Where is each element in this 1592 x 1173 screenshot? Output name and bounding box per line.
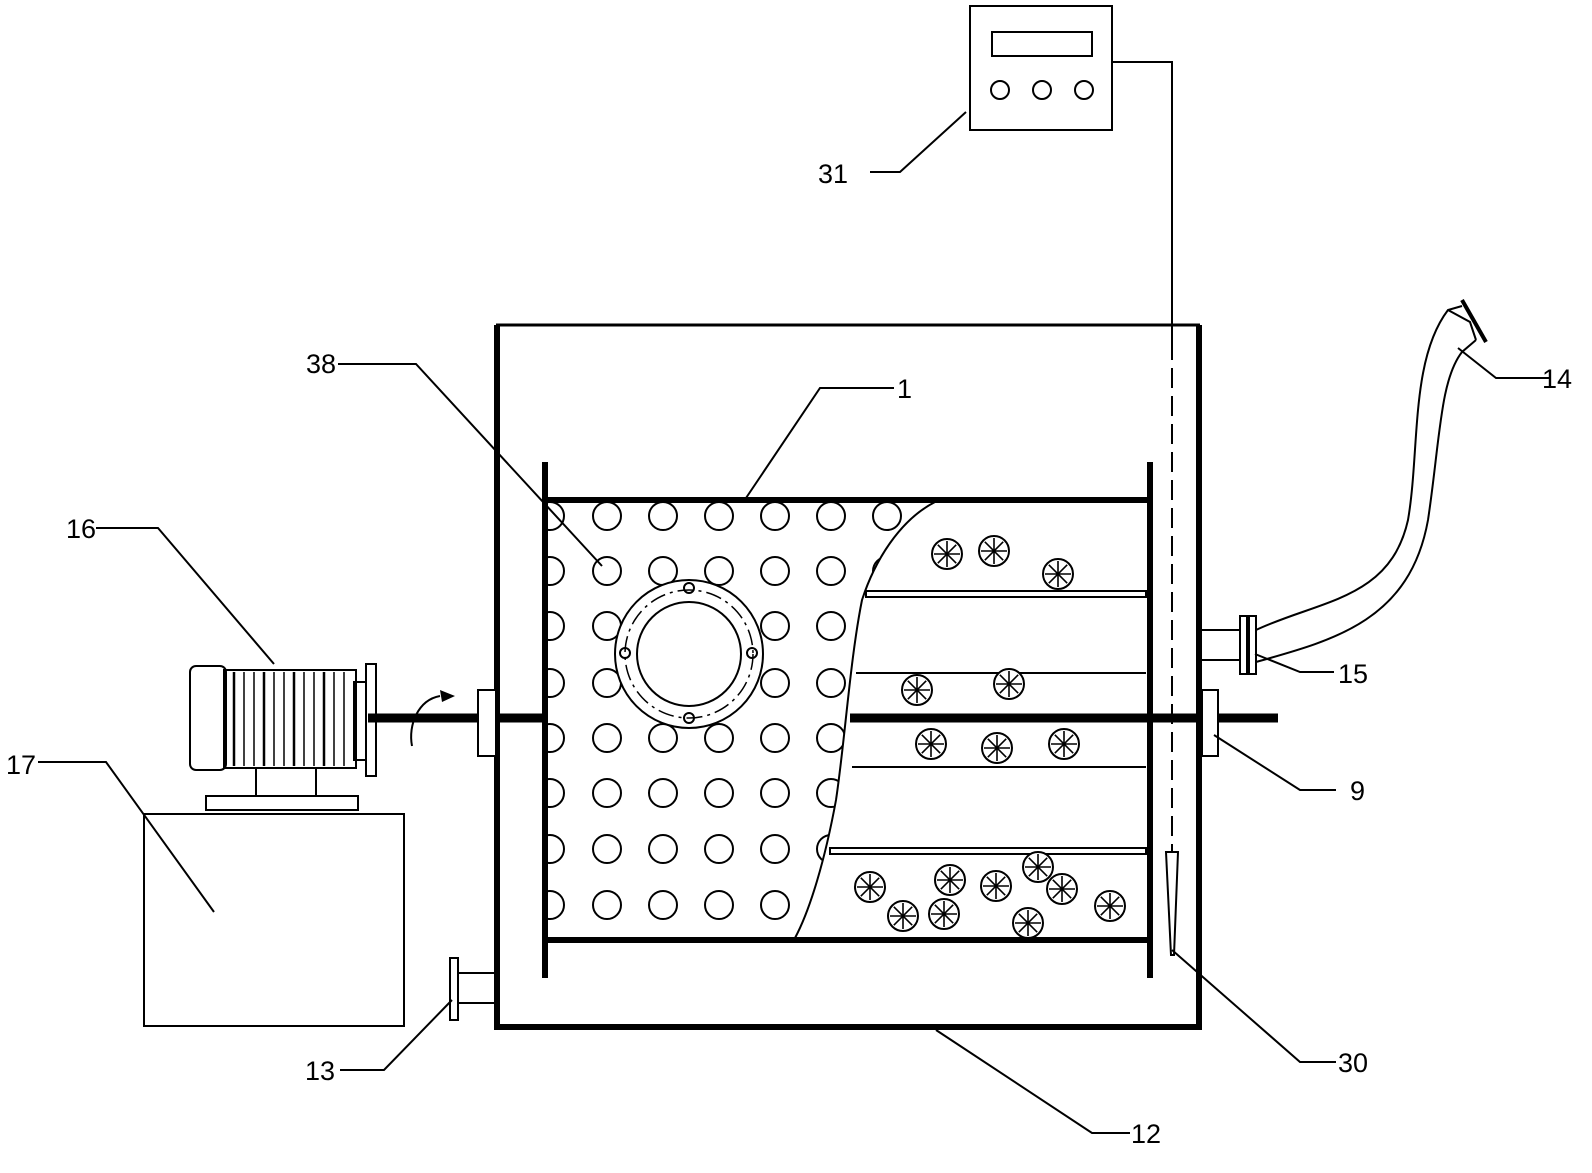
- perforation-hole: [872, 556, 902, 586]
- rotation-arrow: [410, 695, 441, 747]
- grinding-ball: [1022, 851, 1054, 883]
- label-9: 9: [1350, 776, 1365, 806]
- drive-shaft: [368, 689, 1278, 757]
- perforation-hole: [816, 668, 846, 698]
- label-15: 15: [1338, 659, 1368, 689]
- grinding-ball: [928, 898, 960, 930]
- outlet-hose: [1202, 299, 1488, 675]
- perforation-hole: [548, 723, 565, 753]
- grinding-ball: [931, 538, 963, 570]
- perforation-hole: [648, 723, 678, 753]
- perforation-hole: [704, 502, 734, 531]
- perforation-hole: [704, 723, 734, 753]
- hose-flange: [1248, 615, 1257, 675]
- perforation-hole: [816, 502, 846, 531]
- perforation-hole: [648, 834, 678, 864]
- signal-wire: [1112, 61, 1173, 340]
- outer-tank: [494, 323, 1202, 1030]
- hose-flange: [1239, 615, 1248, 675]
- grinding-ball: [1048, 728, 1080, 760]
- label-38: 38: [306, 349, 336, 379]
- cutaway-edge: [794, 501, 936, 939]
- grinding-ball: [934, 864, 966, 896]
- controller-knob: [1032, 80, 1052, 100]
- perforation-hole: [816, 778, 846, 808]
- grinding-ball: [1042, 558, 1074, 590]
- grinding-ball: [1012, 907, 1044, 939]
- grinding-ball: [1046, 873, 1078, 905]
- grinding-ball: [915, 728, 947, 760]
- inspection-port: [614, 579, 764, 729]
- perforation-hole: [704, 778, 734, 808]
- drain-pipe: [449, 957, 494, 1021]
- perforation-hole: [592, 723, 622, 753]
- perforation-hole: [816, 611, 846, 641]
- perforation-hole: [548, 890, 565, 920]
- label-17: 17: [6, 750, 36, 780]
- perforation-hole: [548, 502, 565, 531]
- perforation-hole: [592, 890, 622, 920]
- perforation-hole: [760, 890, 790, 920]
- perforation-hole: [816, 723, 846, 753]
- perforation-hole: [548, 611, 565, 641]
- perforation-hole: [592, 502, 622, 531]
- perforation-hole: [548, 778, 565, 808]
- perforation-hole: [548, 556, 565, 586]
- grinding-ball: [887, 900, 919, 932]
- perforation-hole: [592, 778, 622, 808]
- perforation-hole: [872, 611, 902, 641]
- controller-knob: [990, 80, 1010, 100]
- left-bearing: [477, 689, 497, 757]
- controller-knob: [1074, 80, 1094, 100]
- grinding-ball: [854, 871, 886, 903]
- perforation-hole: [872, 502, 902, 531]
- perforation-hole: [760, 556, 790, 586]
- perforation-hole: [760, 611, 790, 641]
- perforation-hole: [872, 778, 902, 808]
- controller: [969, 5, 1113, 131]
- grinding-ball: [981, 732, 1013, 764]
- perforation-hole: [816, 890, 846, 920]
- perforation-hole: [760, 668, 790, 698]
- grinding-ball: [980, 870, 1012, 902]
- perforation-hole: [548, 668, 565, 698]
- perforation-hole: [648, 890, 678, 920]
- label-31: 31: [818, 159, 848, 189]
- label-14: 14: [1542, 364, 1572, 394]
- grinding-ball: [978, 535, 1010, 567]
- grinding-ball: [901, 674, 933, 706]
- perforation-hole: [760, 502, 790, 531]
- motor-base: [143, 813, 405, 1027]
- bearing-seal: [1201, 689, 1219, 757]
- motor: [189, 663, 377, 811]
- perforation-hole: [704, 556, 734, 586]
- label-16: 16: [66, 514, 96, 544]
- hose-end-flange: [1460, 299, 1488, 343]
- label-1: 1: [897, 374, 912, 404]
- perforation-hole: [760, 723, 790, 753]
- grinding-ball: [1094, 890, 1126, 922]
- perforation-hole: [548, 834, 565, 864]
- perforation-hole: [648, 502, 678, 531]
- perforation-hole: [704, 890, 734, 920]
- leader-lines: [38, 111, 1550, 1134]
- label-13: 13: [305, 1056, 335, 1086]
- controller-display: [991, 31, 1093, 57]
- perforation-hole: [648, 778, 678, 808]
- label-30: 30: [1338, 1048, 1368, 1078]
- perforation-hole: [816, 556, 846, 586]
- perforation-hole: [872, 723, 902, 753]
- grinding-balls: [854, 535, 1126, 939]
- label-12: 12: [1131, 1119, 1161, 1149]
- perforation-hole: [592, 834, 622, 864]
- reference-numerals: 31 38 1 14 16 15 17 9 13 30 12: [6, 159, 1572, 1149]
- perforation-hole: [760, 834, 790, 864]
- perforated-wall: [548, 502, 902, 920]
- rotation-arrow-head: [440, 690, 455, 702]
- temperature-probe: [1164, 851, 1180, 956]
- perforation-hole: [704, 834, 734, 864]
- perforation-hole: [760, 778, 790, 808]
- grinding-ball: [993, 668, 1025, 700]
